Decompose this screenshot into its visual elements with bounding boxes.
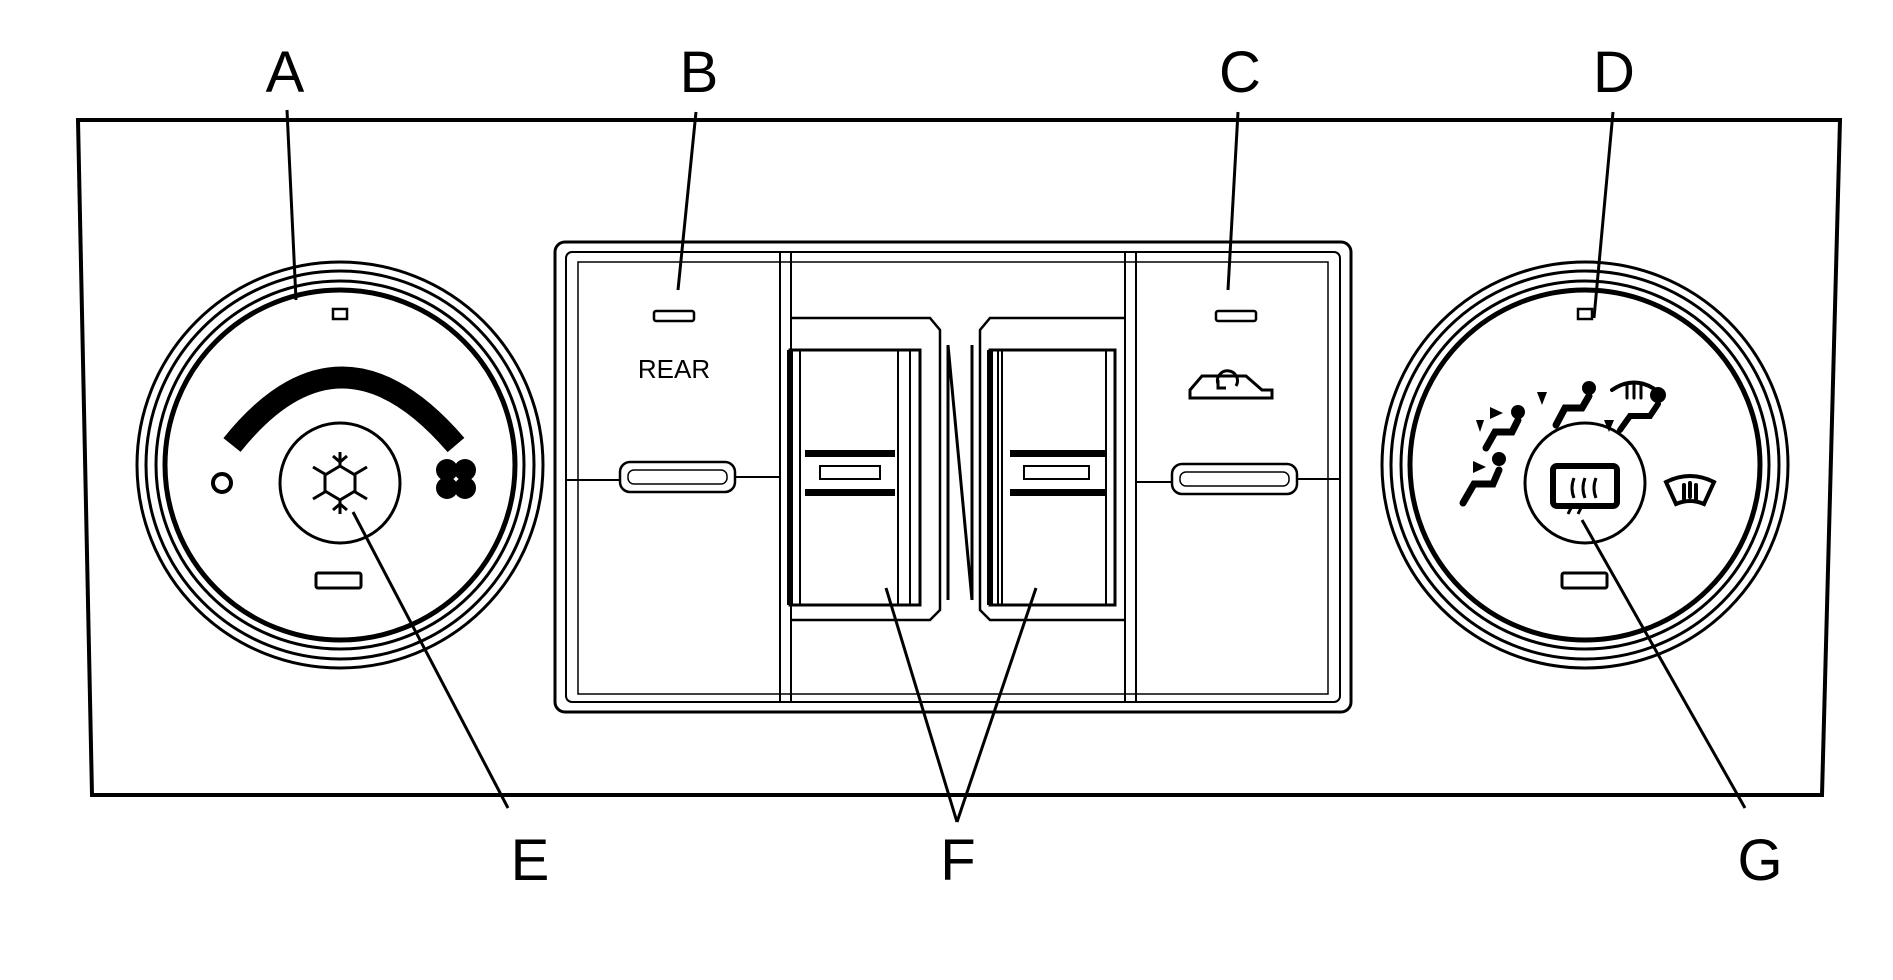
air-conditioning-button[interactable]	[278, 421, 402, 545]
ac-indicator-light	[314, 571, 363, 590]
rear-button-label: REAR	[638, 354, 710, 384]
control-panel-bezel	[75, 118, 1843, 797]
recirculation-car-icon	[1188, 369, 1274, 400]
slider-divider	[946, 344, 974, 601]
callout-e-label: E	[511, 828, 550, 893]
recirculation-indicator-light	[1214, 309, 1258, 323]
defrost-windshield-icon	[1663, 474, 1717, 507]
callout-a-label: A	[266, 40, 305, 105]
center-control-module: REAR	[553, 240, 1353, 714]
defog-floor-mode-icon	[1604, 380, 1666, 433]
snowflake-icon	[312, 452, 368, 514]
callout-g-label: G	[1737, 828, 1782, 893]
bi-level-mode-icon	[1476, 405, 1525, 452]
fan-off-circle-icon	[211, 472, 233, 494]
knob-indicator-top	[331, 307, 349, 321]
callout-leaders	[285, 109, 1747, 823]
air-delivery-mode-knob[interactable]	[1380, 260, 1790, 670]
callout-d-label: D	[1593, 40, 1635, 105]
mode-knob-indicator-top	[1576, 307, 1594, 321]
fan-speed-arc	[223, 366, 465, 453]
temperature-slider-passenger[interactable]	[978, 316, 1125, 622]
rear-defrost-indicator-light	[1560, 571, 1609, 590]
fan-high-icon	[436, 459, 476, 499]
rear-indicator-light	[652, 309, 696, 323]
vent-mode-icon	[1459, 452, 1506, 507]
recirculation-button[interactable]	[1124, 252, 1340, 702]
temperature-slider-driver[interactable]	[787, 316, 942, 622]
callout-c-label: C	[1219, 40, 1261, 105]
callout-f-label: F	[940, 828, 975, 893]
floor-mode-icon	[1537, 381, 1596, 429]
rear-climate-button[interactable]: REAR	[566, 252, 792, 702]
rear-defrost-icon	[1550, 463, 1620, 515]
rear-defrost-button[interactable]	[1523, 421, 1647, 545]
fan-speed-knob[interactable]	[135, 260, 545, 670]
callout-b-label: B	[680, 40, 719, 105]
